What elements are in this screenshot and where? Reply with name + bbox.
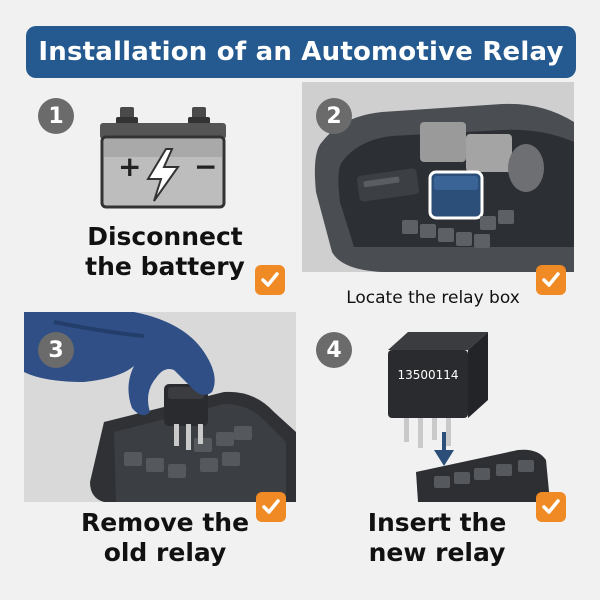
step-4-check	[536, 492, 566, 522]
relay-part-number: 13500114	[397, 368, 459, 382]
step-1-check	[255, 265, 285, 295]
battery-minus-sign: −	[194, 150, 218, 183]
title-banner: Installation of an Automotive Relay	[26, 26, 576, 78]
check-icon	[262, 499, 280, 514]
battery-icon	[100, 107, 226, 209]
step-4-caption: Insert the new relay	[367, 508, 507, 567]
step-3-caption: Remove the old relay	[80, 508, 250, 567]
check-icon	[261, 272, 279, 287]
lightning-bolt-icon	[146, 148, 180, 202]
page-title: Installation of an Automotive Relay	[38, 37, 564, 67]
step-2-check	[536, 265, 566, 295]
battery-plus-sign: +	[118, 150, 142, 183]
step-2-badge: 2	[316, 98, 352, 134]
step-3-check	[256, 492, 286, 522]
check-icon	[542, 499, 560, 514]
battery-illustration: + −	[98, 105, 228, 210]
step-3-badge: 3	[38, 332, 74, 368]
insert-relay-illustration: 13500114	[368, 320, 578, 502]
step-1-badge: 1	[38, 98, 74, 134]
check-icon	[542, 272, 560, 287]
step-1-caption: Disconnect the battery	[85, 222, 245, 281]
step-4-badge: 4	[316, 332, 352, 368]
arrow-down-icon	[434, 450, 454, 466]
step-2-caption: Locate the relay box	[346, 288, 520, 308]
